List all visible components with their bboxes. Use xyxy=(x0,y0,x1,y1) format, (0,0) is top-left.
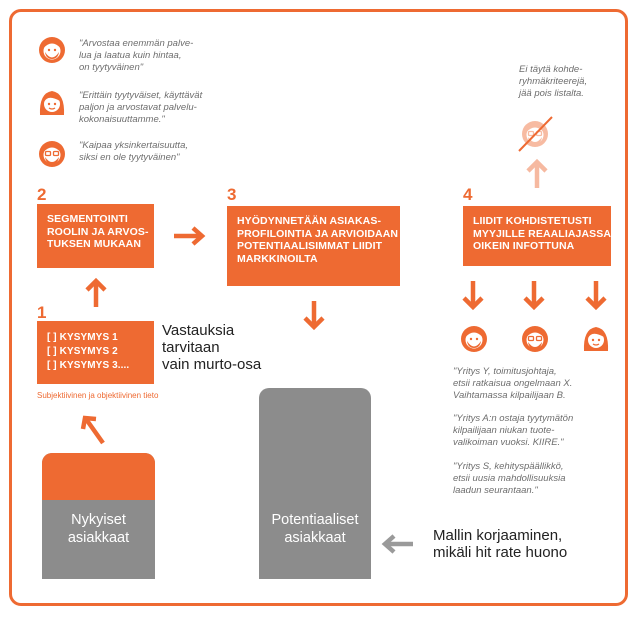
current-customers-label: Nykyiset asiakkaat xyxy=(42,511,155,547)
quote-line: siksi en ole tyytyväinen" xyxy=(79,152,180,163)
bar-label-line: Nykyiset xyxy=(71,512,126,528)
answers-note-line: tarvitaan xyxy=(162,339,220,356)
step-3-box: HYÖDYNNETÄÄN ASIAKAS- PROFILOINTIA JA AR… xyxy=(227,206,400,286)
customer-woman-icon xyxy=(39,91,65,115)
arrow-up-icon xyxy=(85,277,107,307)
step-2-number: 2 xyxy=(37,185,47,204)
question-item: [ ] KYSYMYS 2 xyxy=(47,346,118,357)
quote-line: laadun seurantaan." xyxy=(453,485,538,496)
lead-man-icon xyxy=(461,326,487,352)
question-item: [ ] KYSYMYS 1 xyxy=(47,332,118,343)
quote-line: "Kaipaa yksinkertaisuutta, xyxy=(79,140,188,151)
step-1-box: [ ] KYSYMYS 1 [ ] KYSYMYS 2 [ ] KYSYMYS … xyxy=(37,321,154,384)
quote-line: "Yritys S, kehityspäällikkö, xyxy=(453,461,564,472)
excluded-note-line: ryhmäkriteerejä, xyxy=(519,76,588,87)
step-2-line: TUKSEN MUKAAN xyxy=(47,238,142,250)
step-1-number: 1 xyxy=(37,303,47,322)
step-2-box: SEGMENTOINTI ROOLIN JA ARVOS- TUKSEN MUK… xyxy=(37,204,154,268)
lead-woman-icon xyxy=(583,327,609,351)
bar-label-line: asiakkaat xyxy=(284,530,346,546)
info-label: Subjektiivinen ja objektiivinen tieto xyxy=(37,391,159,400)
arrow-down-icon xyxy=(523,281,545,311)
correction-note: Mallin korjaaminen, mikäli hit rate huon… xyxy=(433,527,567,561)
answers-note: Vastauksia tarvitaan vain murto-osa xyxy=(162,322,261,373)
quote-3: "Kaipaa yksinkertaisuutta, siksi en ole … xyxy=(79,140,188,164)
quote-line: "Arvostaa enemmän palve- xyxy=(79,38,194,49)
step-3-line: HYÖDYNNETÄÄN ASIAKAS- xyxy=(237,215,382,227)
excluded-note: Ei täytä kohde- ryhmäkriteerejä, jää poi… xyxy=(519,64,587,100)
quote-line: "Erittäin tyytyväiset, käyttävät xyxy=(79,90,203,101)
lead-glasses-man-icon xyxy=(522,326,548,352)
step-4-line: OIKEIN INFOTTUNA xyxy=(473,240,575,252)
step-3-line: MARKKINOILTA xyxy=(237,252,318,265)
arrow-right-icon xyxy=(174,226,206,246)
step-3-number: 3 xyxy=(227,185,237,204)
customer-glasses-man-icon xyxy=(39,141,65,167)
quote-line: kokonaisuuttamme." xyxy=(79,114,165,125)
quote-line: "Yritys Y, toimitusjohtaja, xyxy=(453,366,557,377)
lead-quote-2: "Yritys A:n ostaja tyytymätön kilpailija… xyxy=(453,413,573,449)
potential-customers-bar: Potentiaaliset asiakkaat xyxy=(259,388,371,579)
current-customers-bar: Nykyiset asiakkaat xyxy=(42,453,155,579)
bar-label-line: asiakkaat xyxy=(67,530,130,546)
answers-note-line: vain murto-osa xyxy=(162,356,262,373)
excluded-note-line: jää pois listalta. xyxy=(519,88,584,99)
quote-line: paljon ja arvostavat palvelu- xyxy=(79,102,197,113)
quote-2: "Erittäin tyytyväiset, käyttävät paljon … xyxy=(79,90,202,126)
step-4-number: 4 xyxy=(463,185,473,204)
quote-line: Vaihtamassa kilpailijaan B. xyxy=(453,390,566,401)
question-item: [ ] KYSYMYS 3.... xyxy=(47,360,130,371)
arrow-up-left-icon xyxy=(80,415,105,445)
arrow-up-pale-icon xyxy=(526,158,548,188)
arrow-left-icon xyxy=(381,534,413,554)
step-4-line: LIIDIT KOHDISTETUSTI xyxy=(473,215,592,227)
quote-1: "Arvostaa enemmän palve- lua ja laatua k… xyxy=(79,38,193,74)
arrow-down-icon xyxy=(585,281,607,311)
arrow-down-icon xyxy=(462,281,484,311)
quote-line: "Yritys A:n ostaja tyytymätön xyxy=(453,413,574,424)
quote-line: etsii ratkaisua ongelmaan X. xyxy=(453,378,573,389)
step-4-line: MYYJILLE REAALIAJASSA, xyxy=(473,227,615,240)
customer-man-icon xyxy=(39,37,65,63)
correction-note-line: Mallin korjaaminen, xyxy=(433,527,563,544)
answers-note-line: Vastauksia xyxy=(162,322,235,339)
lead-quote-1: "Yritys Y, toimitusjohtaja, etsii ratkai… xyxy=(453,366,572,402)
bar-label-line: Potentiaaliset xyxy=(271,512,359,528)
quote-line: on tyytyväinen" xyxy=(79,62,144,73)
arrow-down-icon xyxy=(303,301,325,331)
current-customers-bar-accent xyxy=(42,453,155,500)
step-4-box: LIIDIT KOHDISTETUSTI MYYJILLE REAALIAJAS… xyxy=(463,206,615,266)
potential-customers-label: Potentiaaliset asiakkaat xyxy=(259,511,371,547)
quote-line: lua ja laatua kuin hintaa, xyxy=(79,50,182,61)
quote-line: valikoiman vuoksi. KIIRE." xyxy=(453,437,564,448)
quote-line: etsii uusia mahdollisuuksia xyxy=(453,473,566,484)
step-3-line: POTENTIAALISIMMAT LIIDIT xyxy=(237,240,383,252)
correction-note-line: mikäli hit rate huono xyxy=(433,544,568,561)
lead-quote-3: "Yritys S, kehityspäällikkö, etsii uusia… xyxy=(453,461,565,497)
excluded-note-line: Ei täytä kohde- xyxy=(519,64,583,75)
step-2-line: SEGMENTOINTI xyxy=(47,213,128,225)
step-3-line: PROFILOINTIA JA ARVIOIDAAN xyxy=(237,227,399,240)
step-2-line: ROOLIN JA ARVOS- xyxy=(47,225,149,238)
excluded-customer-icon xyxy=(518,116,553,152)
diagram-frame xyxy=(9,9,628,606)
quote-line: kilpailijaan niukan tuote- xyxy=(453,425,555,436)
